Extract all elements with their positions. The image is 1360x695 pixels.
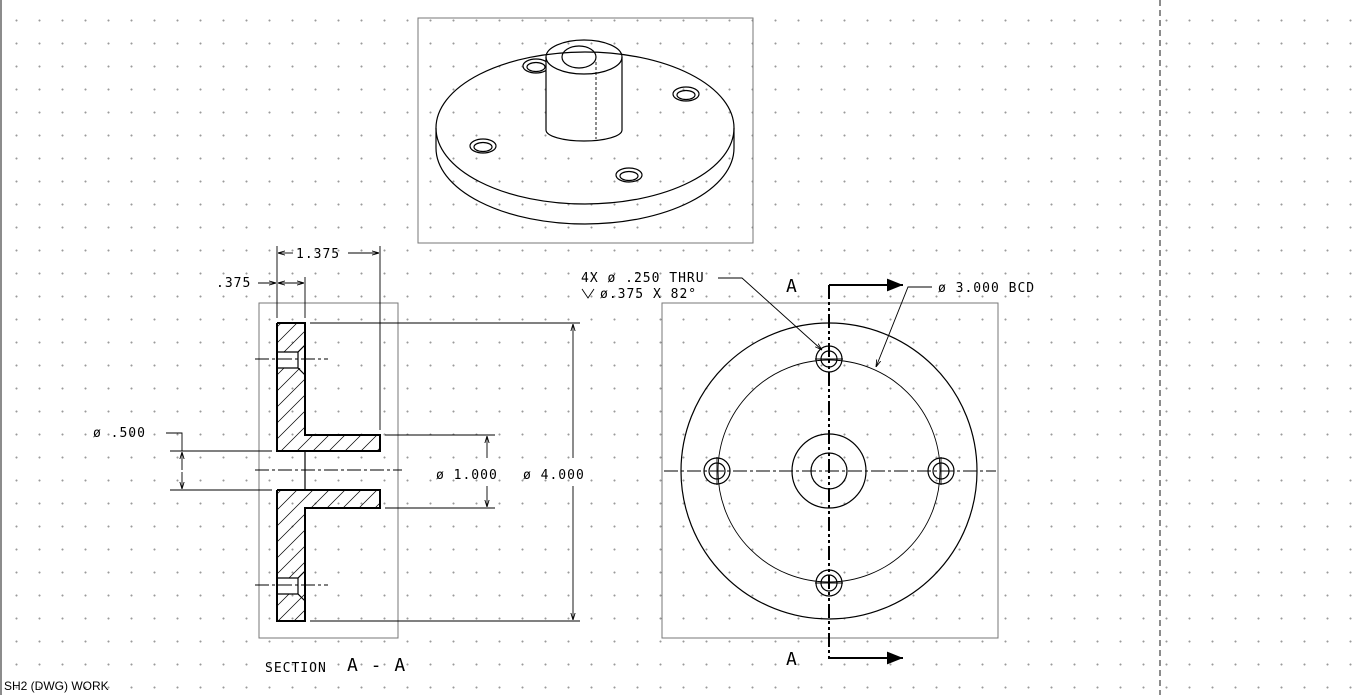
hatch-line — [0, 485, 126, 626]
cut-label-bottom: A — [786, 649, 798, 670]
hatch-line — [1, 485, 142, 626]
dim-hub-text[interactable]: ø 1.000 — [436, 468, 498, 483]
hatch-line — [0, 485, 46, 626]
hatch-line — [0, 318, 62, 456]
hatch-line — [129, 485, 270, 626]
flange-top-face — [435, 51, 735, 205]
hatch-line — [277, 490, 380, 621]
hatch-line — [49, 485, 190, 626]
hatch-line — [0, 318, 46, 456]
hatch-line — [277, 490, 335, 621]
isometric-view[interactable] — [417, 17, 754, 244]
section-hatch-bottom — [0, 485, 526, 626]
bcd-note[interactable]: ø 3.000 BCD — [938, 281, 1035, 296]
hole-note-line2[interactable]: ø.375 X 82° — [600, 287, 697, 302]
hatch-line — [277, 490, 319, 621]
hole-note-leader — [718, 277, 822, 350]
section-outline — [276, 322, 381, 622]
isometric-view-frame — [417, 17, 754, 244]
dim-outer-text[interactable]: ø 4.000 — [523, 468, 585, 483]
hatch-line — [0, 318, 94, 456]
hatch-line — [277, 490, 380, 621]
hatch-line — [277, 490, 303, 621]
hatch-line — [277, 490, 287, 621]
hatch-line — [277, 323, 319, 451]
hatch-line — [0, 318, 14, 456]
bcd-leader — [876, 286, 932, 367]
hatch-line — [65, 485, 206, 626]
hatch-line — [132, 318, 270, 456]
hatch-line — [0, 318, 30, 456]
flange-side — [435, 128, 735, 225]
hatch-line — [277, 323, 287, 451]
dim-1375-text[interactable]: 1.375 — [296, 247, 340, 262]
hatch-line — [97, 485, 238, 626]
hatch-line — [113, 485, 254, 626]
hatch-line — [0, 485, 14, 626]
hub-cylinder — [545, 57, 623, 142]
hole-center-marks — [716, 358, 942, 584]
hatch-line — [0, 485, 78, 626]
section-title-letters: A - A — [347, 655, 406, 676]
hatch-line — [81, 485, 222, 626]
hatch-line — [17, 485, 158, 626]
hatch-line — [320, 490, 380, 621]
countersink-symbol — [581, 288, 595, 299]
hatch-line — [277, 323, 303, 451]
hatch-line — [304, 490, 380, 621]
hatch-line — [352, 490, 380, 621]
section-view[interactable]: 1.375 .375 ø .500 ø 1.000 ø 4.000 SECTIO… — [0, 246, 585, 676]
hub-top-face — [545, 39, 623, 75]
hatch-line — [33, 485, 174, 626]
section-title: SECTION — [265, 661, 327, 676]
hatch-line — [288, 490, 380, 621]
hatch-line — [0, 485, 94, 626]
hub-bore — [561, 45, 597, 69]
section-extension-lines — [170, 246, 580, 622]
dim-bore-text[interactable]: ø .500 — [93, 426, 146, 441]
hatch-line — [277, 490, 367, 621]
hole-note-line1[interactable]: 4X ø .250 THRU — [581, 271, 705, 286]
hatch-line — [0, 485, 110, 626]
front-view[interactable]: A A 4X ø .250 THRU ø.375 X 82° ø 3.000 B… — [581, 271, 1035, 670]
hatch-line — [0, 485, 62, 626]
hatch-line — [385, 485, 526, 626]
hatch-line — [0, 485, 30, 626]
hatch-line — [277, 490, 351, 621]
hatch-line — [336, 490, 380, 621]
hatch-line — [277, 490, 380, 621]
status-bar: SH2 (DWG) WORK — [4, 679, 109, 693]
dim-bore-leader — [166, 432, 183, 451]
dim-375-text[interactable]: .375 — [216, 276, 251, 291]
section-view-frame — [258, 302, 399, 639]
hatch-line — [368, 490, 380, 621]
cut-label-top: A — [786, 276, 798, 297]
hatch-line — [0, 318, 78, 456]
